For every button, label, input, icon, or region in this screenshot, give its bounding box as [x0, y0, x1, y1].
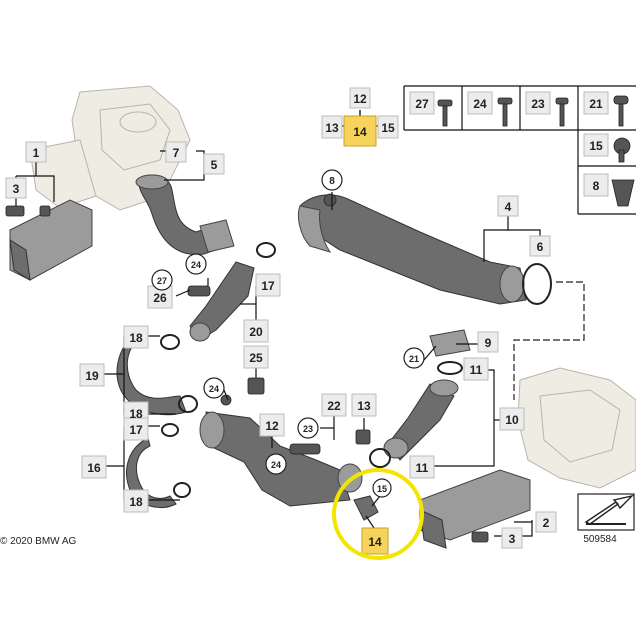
callout-10: 10 [505, 413, 519, 427]
callout-9: 9 [485, 336, 492, 350]
callout-23: 23 [303, 424, 313, 434]
callout-boxes [5, 87, 557, 555]
sensor-14 [353, 495, 379, 521]
labels: 1 3 7 5 12 13 14 15 8 4 6 24 27 26 17 20… [0, 92, 617, 549]
air-intake-pipe-4 [297, 194, 552, 305]
callout-16: 16 [87, 461, 101, 475]
callout-15: 15 [377, 484, 387, 494]
callout-5: 5 [211, 158, 218, 172]
callout-24-c: 24 [271, 460, 281, 470]
callout-27: 27 [157, 276, 167, 286]
callout-11-a: 11 [470, 363, 483, 377]
callout-26: 26 [153, 291, 167, 305]
callout-3: 3 [13, 182, 20, 196]
callout-4: 4 [505, 200, 512, 214]
callout-22: 22 [327, 399, 341, 413]
charge-pipe-20 [189, 242, 276, 342]
callout-18-a: 18 [129, 331, 143, 345]
bolt-icon-21 [613, 95, 629, 127]
callout-12: 12 [265, 419, 279, 433]
circle-callouts [151, 169, 425, 498]
callout-20: 20 [249, 325, 263, 339]
callout-14: 14 [368, 535, 382, 549]
air-filter-housing-left [29, 85, 191, 211]
legend-grid [403, 85, 636, 215]
callout-19: 19 [85, 369, 99, 383]
callout-15-top: 15 [381, 121, 395, 135]
dashed-reference-lines [513, 281, 585, 400]
hose-10 [369, 329, 471, 468]
screw-icon-15 [613, 137, 631, 163]
bolt-icon-24 [497, 97, 513, 127]
callout-2: 2 [543, 516, 550, 530]
legend-23: 23 [531, 97, 545, 111]
callout-14-top: 14 [353, 125, 367, 139]
top-group-12-15 [321, 110, 399, 147]
bolt-icon-23 [555, 97, 569, 127]
direction-arrow-icon [577, 493, 635, 531]
callout-24-b: 24 [209, 384, 219, 394]
callout-25: 25 [249, 351, 263, 365]
legend-15: 15 [589, 139, 603, 153]
air-filter-housing-right [517, 367, 636, 489]
copyright: © 2020 BMW AG [0, 536, 77, 547]
legend-27: 27 [415, 97, 429, 111]
legend-8: 8 [593, 179, 600, 193]
air-intake-duct-1 [9, 199, 93, 281]
callout-24-a: 24 [191, 260, 201, 270]
legend-21: 21 [589, 97, 603, 111]
diagram-number: 509584 [583, 534, 617, 545]
callout-8: 8 [329, 176, 335, 187]
callout-13: 13 [357, 399, 371, 413]
callout-6: 6 [537, 240, 544, 254]
callout-17-b: 17 [129, 423, 143, 437]
hose-19 [116, 331, 198, 416]
callout-17-a: 17 [261, 279, 275, 293]
callout-21: 21 [409, 354, 419, 364]
air-intake-duct-2 [419, 469, 531, 549]
highlight-circle [332, 468, 424, 560]
clip-icon-8 [611, 179, 635, 207]
callout-11-b: 11 [416, 461, 429, 475]
callout-1: 1 [33, 146, 40, 160]
bolt-icon-27 [437, 99, 453, 127]
intake-hose-5 [135, 174, 235, 256]
callout-18-b: 18 [129, 407, 143, 421]
callout-3-b: 3 [509, 532, 516, 546]
callout-18-c: 18 [129, 495, 143, 509]
callout-12-top: 12 [353, 92, 367, 106]
legend-24: 24 [473, 97, 487, 111]
callout-7: 7 [173, 146, 180, 160]
callout-13-top: 13 [325, 121, 339, 135]
